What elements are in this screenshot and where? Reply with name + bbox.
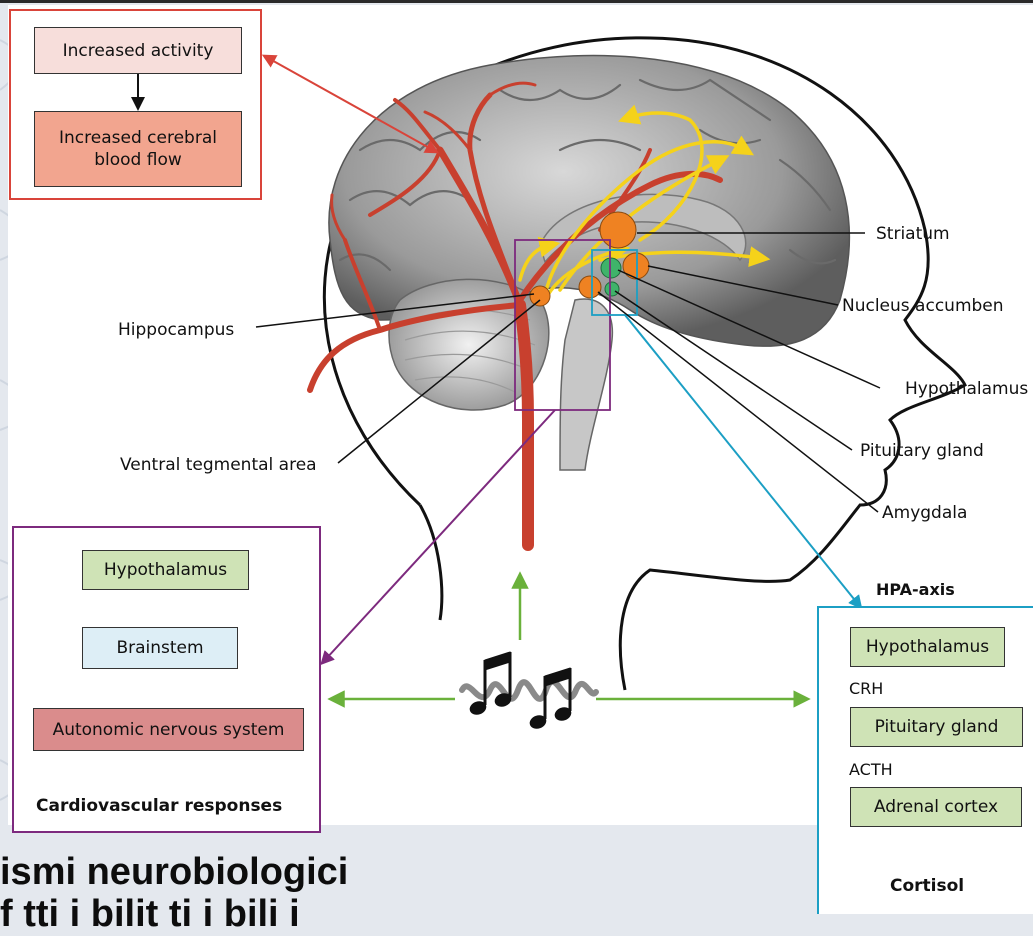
label-nucleus-accumbens: Nucleus accumben: [842, 296, 1004, 316]
label-hypothalamus: Hypothalamus: [905, 379, 1028, 399]
top-rule: [0, 0, 1033, 3]
hippocampus-dot: [530, 286, 550, 306]
cortisol-label: Cortisol: [890, 876, 964, 896]
hpa-hypothalamus-box: Hypothalamus: [850, 627, 1005, 667]
pituitary-dot: [605, 282, 619, 296]
acth-label: ACTH: [849, 760, 893, 779]
brainstem-box: Brainstem: [82, 627, 238, 669]
nucleus-accumbens-dot: [623, 253, 649, 279]
crh-label: CRH: [849, 679, 883, 698]
label-striatum: Striatum: [876, 224, 950, 244]
cardiovascular-responses: Cardiovascular responses: [36, 796, 282, 816]
slide-title-line-1: ismi neurobiologici: [0, 850, 348, 894]
label-amygdala: Amygdala: [882, 503, 967, 523]
hpa-pituitary-box: Pituitary gland: [850, 707, 1023, 747]
label-vta: Ventral tegmental area: [120, 455, 317, 475]
hpa-adrenal-box: Adrenal cortex: [850, 787, 1022, 827]
slide-title-line-2: f tti i bilit ti i bili i: [0, 892, 300, 936]
autonomic-nervous-system-box: Autonomic nervous system: [33, 708, 304, 751]
striatum-nucleus: [600, 212, 636, 248]
amygdala-dot: [579, 276, 601, 298]
autonomic-hypothalamus-box: Hypothalamus: [82, 550, 249, 590]
increased-blood-flow-box: Increased cerebral blood flow: [34, 111, 242, 187]
label-hippocampus: Hippocampus: [118, 320, 234, 340]
hypothalamus-dot: [601, 258, 621, 278]
label-pituitary: Pituitary gland: [860, 441, 984, 461]
increased-activity-box: Increased activity: [34, 27, 242, 74]
hpa-axis-title: HPA-axis: [876, 580, 955, 599]
